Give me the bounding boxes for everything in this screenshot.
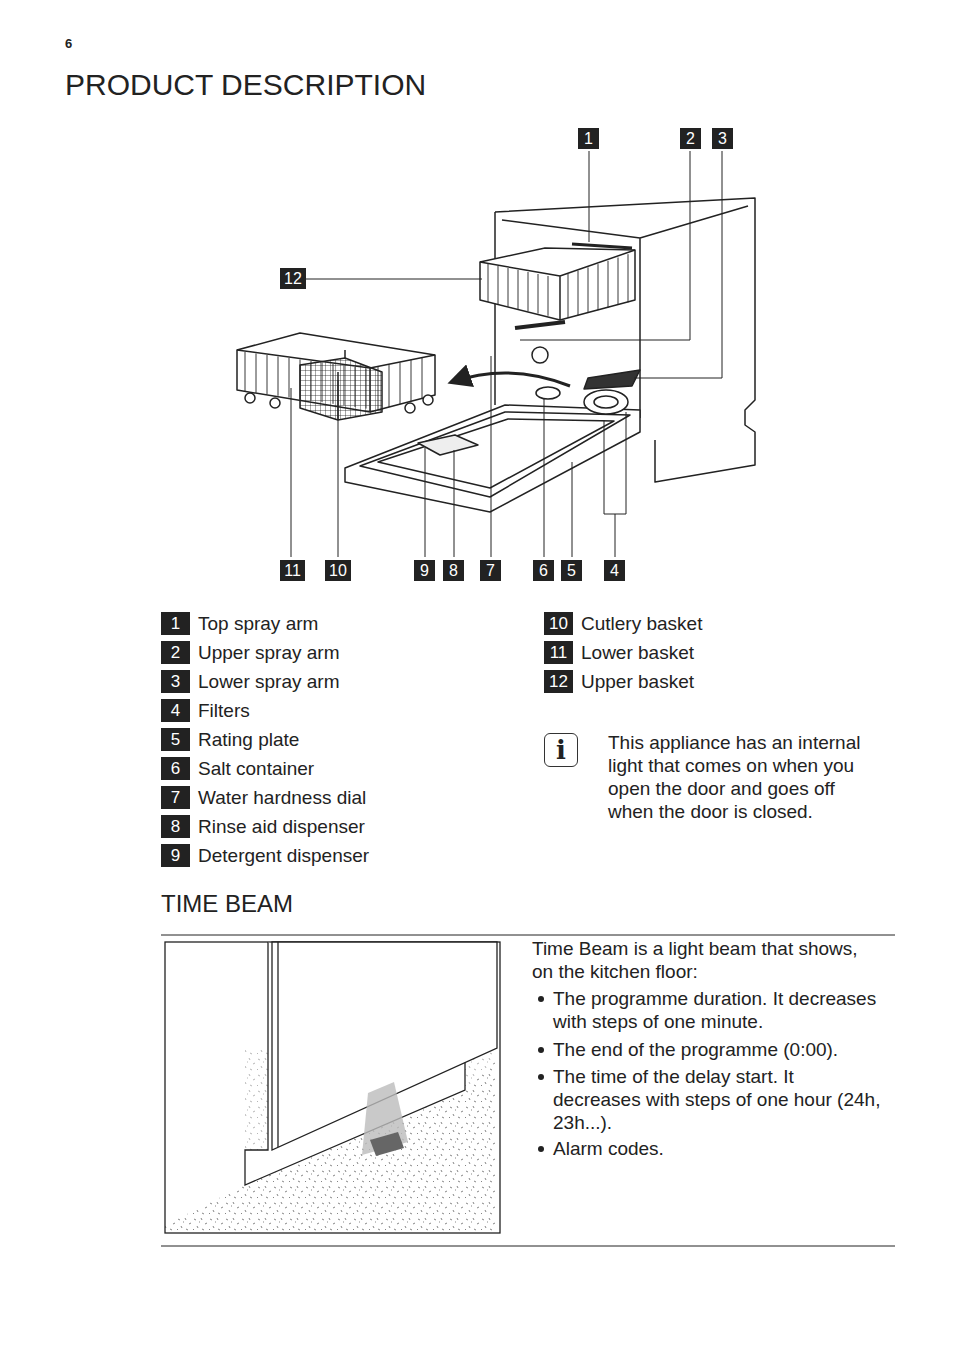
part-name: Detergent dispenser (198, 845, 369, 867)
legend-item: 7 Water hardness dial (161, 786, 366, 809)
part-name: Water hardness dial (198, 787, 366, 809)
legend-item: 5 Rating plate (161, 728, 299, 751)
time-beam-drawing (165, 942, 500, 1233)
callout-number: 8 (171, 817, 180, 836)
callout-number: 9 (414, 560, 435, 581)
callout-number: 4 (610, 562, 619, 579)
callout-number: 5 (561, 560, 582, 581)
callout-number: 7 (486, 562, 495, 579)
number-box: 10 (544, 612, 573, 635)
part-name: Rating plate (198, 729, 299, 751)
callout-number: 4 (171, 701, 180, 720)
legend-item: 4 Filters (161, 699, 250, 722)
bullet-dots (538, 996, 544, 1152)
part-name: Salt container (198, 758, 314, 780)
legend-item: 12 Upper basket (544, 670, 694, 693)
callout-number: 5 (567, 562, 576, 579)
bullet-text: Alarm codes. (553, 1137, 883, 1160)
number-box: 1 (161, 612, 190, 635)
number-box: 2 (161, 641, 190, 664)
legend-item: 11 Lower basket (544, 641, 694, 664)
legend-item: 8 Rinse aid dispenser (161, 815, 365, 838)
number-box: 5 (161, 728, 190, 751)
section-heading: TIME BEAM (161, 890, 293, 918)
bullet-text: The end of the programme (0:00). (553, 1038, 883, 1061)
callout-number: 3 (718, 130, 727, 147)
part-name: Filters (198, 700, 250, 722)
callout-number: 7 (480, 560, 501, 581)
legend-item: 10 Cutlery basket (544, 612, 702, 635)
note-text: This appliance has an internal light tha… (608, 731, 883, 823)
page-title: PRODUCT DESCRIPTION (65, 68, 426, 102)
callout-number: 5 (171, 730, 180, 749)
callout-number: 12 (280, 268, 306, 289)
part-name: Lower spray arm (198, 671, 340, 693)
body-text: Time Beam is a light beam that shows, on… (532, 937, 882, 983)
callout-number: 6 (171, 759, 180, 778)
part-name: Upper spray arm (198, 642, 340, 664)
callout-number: 2 (680, 128, 701, 149)
info-icon: i (544, 733, 578, 767)
callout-number: 9 (171, 846, 180, 865)
callout-number: 1 (578, 128, 599, 149)
number-box: 8 (161, 815, 190, 838)
number-box: 6 (161, 757, 190, 780)
callout-number: 3 (171, 672, 180, 691)
number-box: 12 (544, 670, 573, 693)
number-box: 9 (161, 844, 190, 867)
legend-item: 9 Detergent dispenser (161, 844, 369, 867)
callout-number: 2 (686, 130, 695, 147)
number-box: 3 (161, 670, 190, 693)
legend-item: 1 Top spray arm (161, 612, 318, 635)
callout-number: 12 (284, 270, 302, 287)
part-name: Upper basket (581, 671, 694, 693)
part-name: Cutlery basket (581, 613, 702, 635)
callout-number: 9 (420, 562, 429, 579)
callout-number: 10 (325, 560, 351, 581)
legend-item: 6 Salt container (161, 757, 314, 780)
callout-number: 1 (584, 130, 593, 147)
leader-lines (291, 151, 722, 557)
part-name: Rinse aid dispenser (198, 816, 365, 838)
bullet-text: The time of the delay start. It decrease… (553, 1065, 883, 1134)
number-box: 7 (161, 786, 190, 809)
callout-number: 7 (171, 788, 180, 807)
dishwasher-drawing (237, 198, 755, 512)
callout-number: 1 (171, 614, 180, 633)
callout-number: 11 (550, 643, 568, 662)
callout-number: 12 (549, 672, 568, 691)
callout-number: 4 (604, 560, 625, 581)
callout-number: 8 (449, 562, 458, 579)
callout-number: 6 (533, 560, 554, 581)
part-name: Lower basket (581, 642, 694, 664)
callout-number: 11 (280, 560, 305, 581)
legend-item: 3 Lower spray arm (161, 670, 340, 693)
page-number: 6 (65, 36, 72, 51)
callout-number: 2 (171, 643, 180, 662)
callout-number: 11 (284, 562, 301, 579)
separator-lines (161, 935, 895, 1246)
number-box: 4 (161, 699, 190, 722)
bullet-text: The programme duration. It decreases wit… (553, 987, 883, 1033)
callout-number: 10 (329, 562, 347, 579)
info-glyph: i (556, 735, 566, 765)
callout-number: 3 (712, 128, 733, 149)
callout-number: 8 (443, 560, 464, 581)
part-name: Top spray arm (198, 613, 318, 635)
legend-item: 2 Upper spray arm (161, 641, 340, 664)
callout-number: 6 (539, 562, 548, 579)
callout-number: 10 (549, 614, 568, 633)
number-box: 11 (544, 641, 573, 664)
